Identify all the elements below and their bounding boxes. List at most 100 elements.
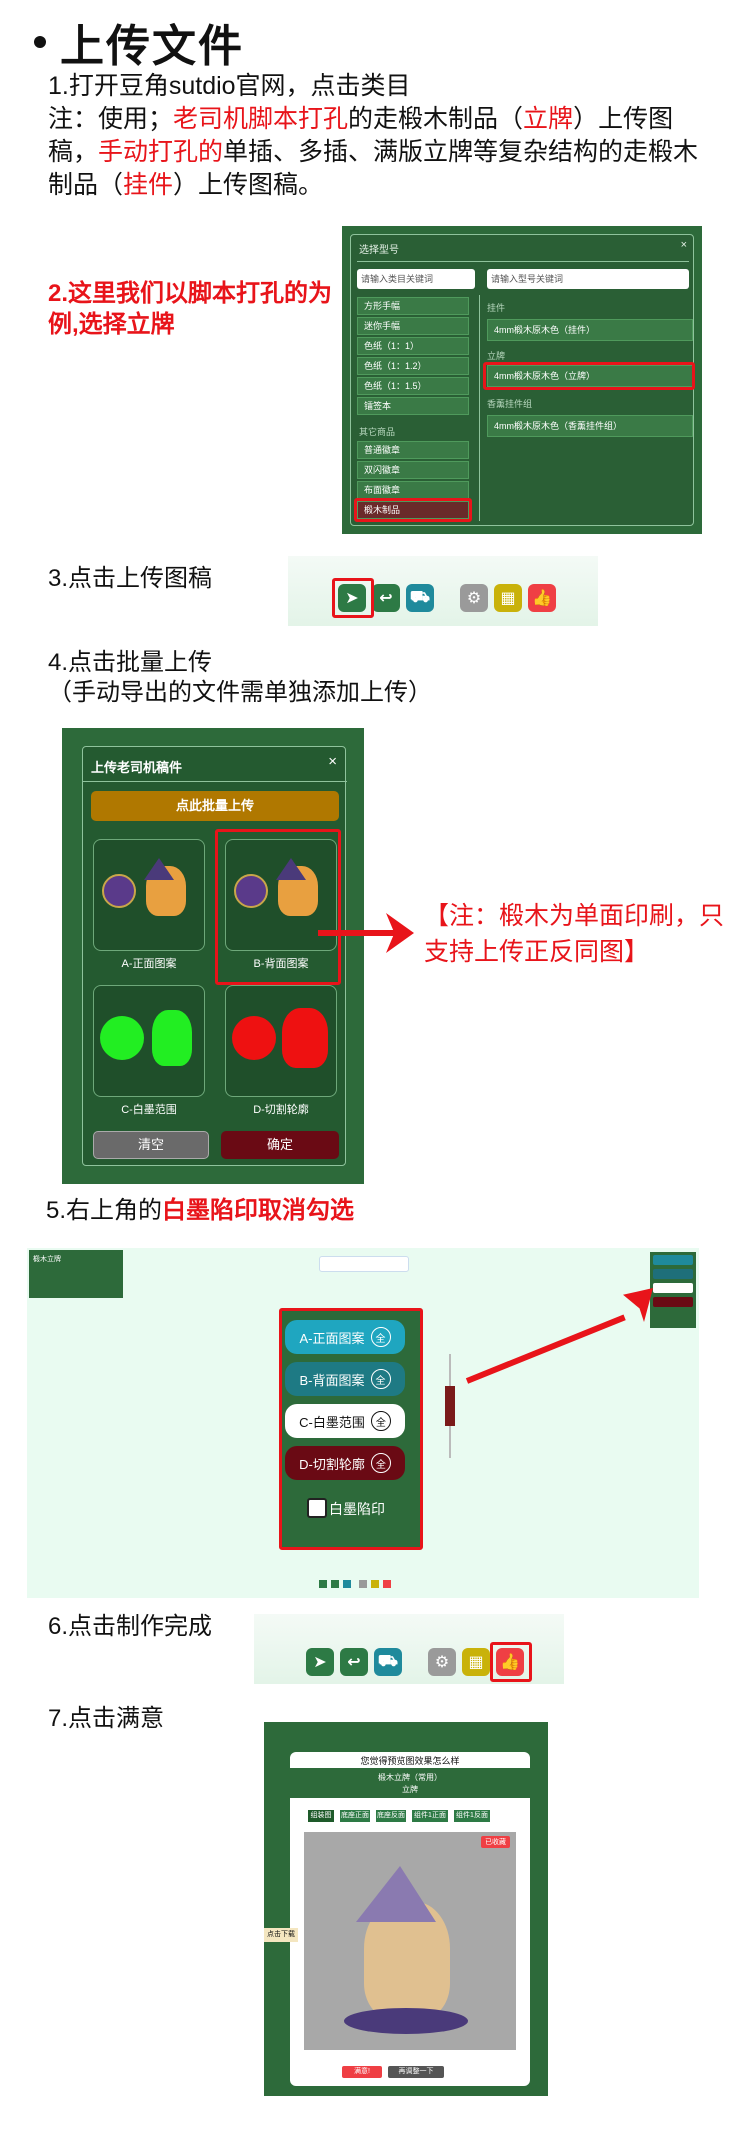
category-search-input[interactable]: 请输入类目关键词	[357, 269, 475, 289]
gear-icon[interactable]: ⚙	[460, 584, 488, 612]
calculator-icon[interactable]	[371, 1580, 379, 1588]
highlight-box	[215, 829, 341, 985]
mini-cap[interactable]	[653, 1269, 693, 1279]
cut-layer-button[interactable]: D-切割轮廓全	[285, 1446, 405, 1480]
close-icon[interactable]: ×	[328, 753, 337, 770]
note-text: 的走椴木制品（	[348, 105, 524, 133]
category-item[interactable]: 双闪徽章	[357, 461, 469, 479]
view-tab[interactable]: 组件1正面	[412, 1810, 448, 1822]
model-item[interactable]: 4mm椴木原木色（香薰挂件组）	[487, 415, 693, 437]
cap-badge: 全	[370, 1453, 391, 1473]
editor-screenshot: 椴木立牌 A-正面图案全 B-背面图案全 C-白墨范围全 D-切割轮廓全 白墨陷…	[27, 1248, 699, 1598]
feedback-dialog: 您觉得预览图效果怎么样 椴木立牌（常用） 立牌 组装图 底座正面 底座反面 组件…	[290, 1752, 530, 2086]
right-layer-panel	[650, 1252, 696, 1328]
retry-button[interactable]: 再调整一下	[388, 2066, 444, 2078]
step3-text: 3.点击上传图稿	[48, 565, 213, 592]
badge-art	[102, 874, 136, 908]
category-item[interactable]: 普通徽章	[357, 441, 469, 459]
batch-upload-button[interactable]: 点此批量上传	[91, 791, 339, 821]
highlight-box	[354, 498, 472, 522]
mini-cap[interactable]	[653, 1255, 693, 1265]
thumbs-up-icon[interactable]: 👍	[528, 584, 556, 612]
intro-note: 注：使用；老司机脚本打孔的走椴木制品（立牌）上传图稿，手动打孔的单插、多插、满版…	[48, 103, 708, 202]
feedback-title: 您觉得预览图效果怎么样	[360, 1756, 460, 1766]
stroller-icon[interactable]	[343, 1580, 351, 1588]
step7-text: 7.点击满意	[48, 1705, 165, 1732]
tile-label: D-切割轮廓	[253, 1104, 309, 1116]
step6-text: 6.点击制作完成	[48, 1613, 213, 1640]
top-notice	[319, 1256, 409, 1272]
white-ink-tile[interactable]	[93, 985, 205, 1097]
front-layer-button[interactable]: A-正面图案全	[285, 1320, 405, 1354]
tile-label: A-正面图案	[121, 958, 177, 970]
return-icon[interactable]	[331, 1580, 339, 1588]
heading-text: 上传文件	[60, 22, 244, 71]
cap-badge: 全	[370, 1411, 391, 1431]
category-item[interactable]: 迷你手幅	[357, 317, 469, 335]
arrow-head-icon	[623, 1288, 653, 1322]
top-left-panel: 椴木立牌	[29, 1250, 123, 1298]
send-icon[interactable]: ➤	[306, 1648, 334, 1676]
category-group-label: 其它商品	[359, 427, 396, 437]
close-icon[interactable]: ×	[680, 239, 687, 251]
dialog-title: 选择型号	[359, 245, 399, 256]
intro-line1: 1.打开豆角sutdio官网，点击类目	[48, 72, 411, 100]
model-item[interactable]: 4mm椴木原木色（挂件）	[487, 319, 693, 341]
category-item[interactable]: 色纸（1：1.2）	[357, 357, 469, 375]
badge-art	[234, 874, 268, 908]
front-image-tile[interactable]	[93, 839, 205, 951]
category-item[interactable]: 色纸（1：1）	[357, 337, 469, 355]
return-icon[interactable]: ↩	[340, 1648, 368, 1676]
view-tab[interactable]: 底座反面	[376, 1810, 406, 1822]
upload-dialog: 上传老司机稿件 × 点此批量上传 A-正面图案 B-背面图案 C-白墨范围 D-…	[82, 746, 347, 1166]
model-group-label: 挂件	[487, 303, 506, 313]
white-ink-layer-button[interactable]: C-白墨范围全	[285, 1404, 405, 1438]
highlight-box	[483, 362, 695, 390]
cut-outline-tile[interactable]	[225, 985, 337, 1097]
calculator-icon[interactable]: ▦	[494, 584, 522, 612]
gear-icon[interactable]: ⚙	[428, 1648, 456, 1676]
step5-red-text: 白墨陷印取消勾选	[162, 1197, 355, 1224]
back-layer-button[interactable]: B-背面图案全	[285, 1362, 405, 1396]
white-ink-shape	[152, 1010, 192, 1066]
mini-cap[interactable]	[653, 1283, 693, 1293]
step2-text: 2.这里我们以脚本打孔的为例,选择立牌	[48, 280, 333, 338]
satisfied-button[interactable]: 满意!	[342, 2066, 382, 2078]
clear-button[interactable]: 清空	[93, 1131, 209, 1159]
ok-button[interactable]: 确定	[221, 1131, 339, 1159]
cap-label: B-背面图案	[299, 1372, 365, 1388]
download-tag[interactable]: 点击下载	[264, 1928, 298, 1942]
thumbs-up-icon[interactable]	[383, 1580, 391, 1588]
gear-icon[interactable]	[359, 1580, 367, 1588]
send-icon[interactable]	[319, 1580, 327, 1588]
top-left-title: 椴木立牌	[33, 1256, 61, 1263]
view-tab[interactable]: 底座正面	[340, 1810, 370, 1822]
toolbar-screenshot: ➤ ↩ ⛟ ⚙ ▦ 👍	[288, 556, 598, 626]
note-text: 单插、多插、满版立牌等复杂结构的走椴木制品（	[48, 138, 699, 199]
product-header: 椴木立牌（常用） 立牌	[290, 1768, 530, 1798]
height-tag	[445, 1386, 455, 1426]
return-icon[interactable]: ↩	[372, 584, 400, 612]
divider	[357, 261, 689, 262]
note-red-text: 挂件	[123, 171, 174, 199]
model-search-input[interactable]: 请输入型号关键词	[487, 269, 689, 289]
category-item-selected[interactable]: 椴木制品	[357, 501, 469, 519]
category-item[interactable]: 方形手幅	[357, 297, 469, 315]
base-art	[344, 2008, 468, 2034]
category-item[interactable]: 镭签本	[357, 397, 469, 415]
category-item[interactable]: 色纸（1：1.5）	[357, 377, 469, 395]
thumbs-up-icon[interactable]: 👍	[496, 1648, 524, 1676]
calculator-icon[interactable]: ▦	[462, 1648, 490, 1676]
cap-badge: 全	[370, 1327, 391, 1347]
page-heading: 上传文件	[34, 10, 244, 74]
feedback-screenshot: 您觉得预览图效果怎么样 椴木立牌（常用） 立牌 组装图 底座正面 底座反面 组件…	[264, 1722, 548, 2096]
view-tab[interactable]: 组装图	[308, 1810, 334, 1822]
stroller-icon[interactable]: ⛟	[406, 584, 434, 612]
stroller-icon[interactable]: ⛟	[374, 1648, 402, 1676]
mini-cap[interactable]	[653, 1297, 693, 1307]
category-item[interactable]: 布面徽章	[357, 481, 469, 499]
highlight-box	[490, 1642, 532, 1682]
send-icon[interactable]: ➤	[338, 584, 366, 612]
white-ink-checkbox[interactable]	[307, 1498, 327, 1518]
view-tab[interactable]: 组件1反面	[454, 1810, 490, 1822]
